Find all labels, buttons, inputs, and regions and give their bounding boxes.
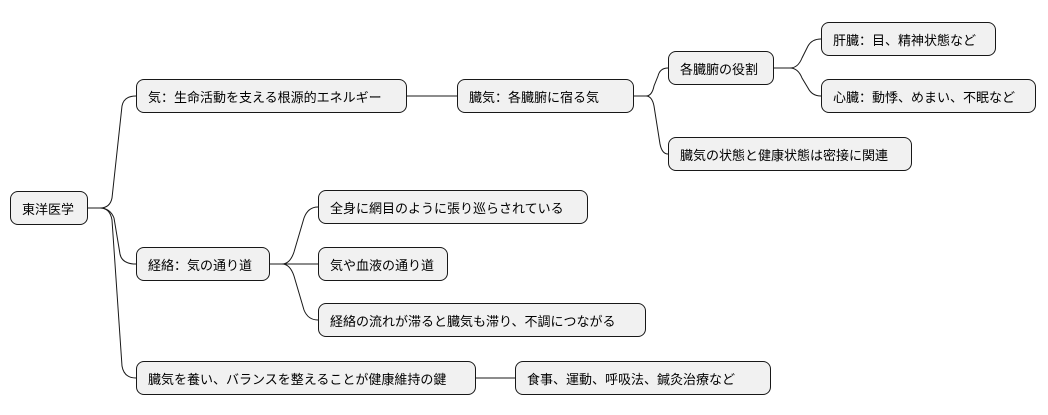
blood-node: 気や血液の通り道 [318,247,448,281]
edge-role-heart [774,67,822,97]
role-node: 各臓腑の役割 [668,51,774,85]
keiraku-node: 経絡：気の通り道 [136,247,270,281]
nourish-node: 臓気を養い、バランスを整えることが健康維持の鍵 [136,361,476,395]
edge-role-liver [774,38,822,69]
net-node: 全身に網目のように張り巡らされている [318,190,588,224]
liver-node: 肝臓：目、精神状態など [821,22,996,56]
stag-node: 経絡の流れが滞ると臓気も滞り、不調につながる [318,303,646,337]
edge-keiraku-net [270,206,319,265]
methods-node: 食事、運動、呼吸法、鍼灸治療など [515,361,771,395]
heart-node: 心臓：動悸、めまい、不眠など [821,79,1036,113]
edge-root-nourish [88,207,137,379]
zoki-node: 臓気：各臓腑に宿る気 [457,79,634,113]
edge-zoki-health [634,95,669,155]
root-node: 東洋医学 [10,191,88,225]
edge-zoki-role [634,67,669,97]
zoki-health-node: 臓気の状態と健康状態は密接に関連 [668,137,912,171]
edge-root-keiraku [88,207,137,265]
edge-root-ki [88,95,137,209]
ki-node: 気：生命活動を支える根源的エネルギー [136,79,407,113]
edge-keiraku-stag [270,263,319,321]
